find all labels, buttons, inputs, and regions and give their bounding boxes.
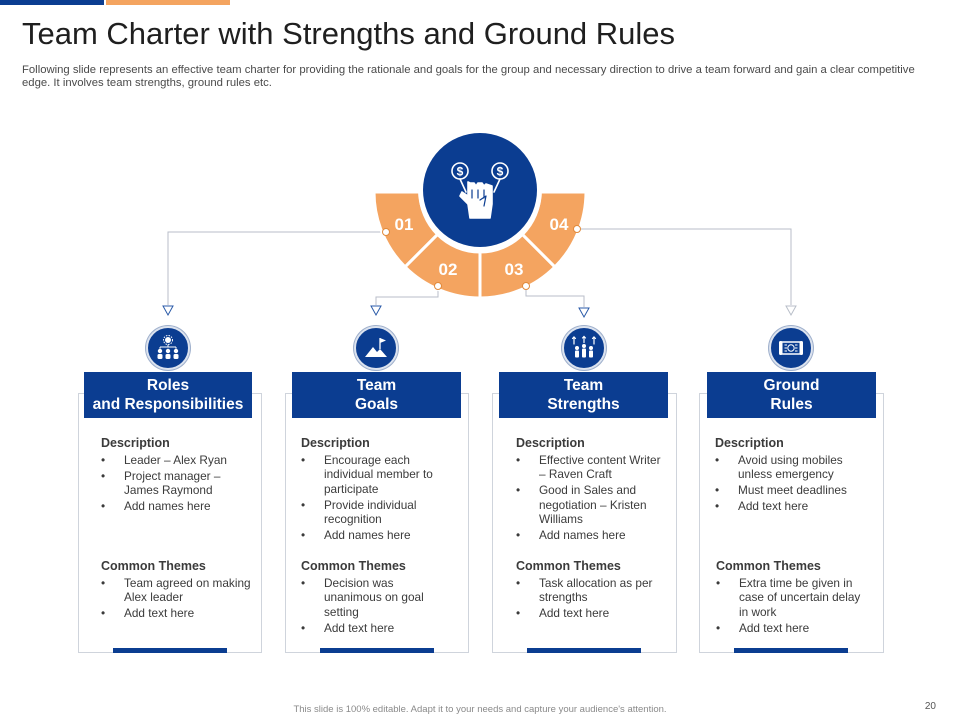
column-1-icon-circle: [146, 326, 190, 370]
column-4-title-line2: Rules: [770, 396, 813, 413]
card-bottom-bar: [734, 648, 848, 653]
column-3-title-line1: Team: [563, 377, 604, 394]
themes-label: Common Themes: [716, 559, 821, 573]
list-item: Good in Sales and negotiation – Kristen …: [516, 483, 661, 527]
team-hierarchy-icon: [157, 335, 179, 359]
list-item: Extra time be given in case of uncertain…: [716, 576, 866, 620]
arrow-03: [578, 307, 590, 319]
column-2-themes: Common Themes Decision was unanimous on …: [301, 559, 451, 637]
dot-03: [522, 282, 530, 290]
dot-04: [573, 225, 581, 233]
connector-02: [375, 286, 439, 305]
list-item: Add text here: [301, 621, 451, 636]
fist-with-money-icon: $ $: [451, 162, 509, 219]
column-4-themes: Common Themes Extra time be given in cas…: [716, 559, 866, 637]
column-4-header: Ground Rules: [707, 372, 876, 418]
description-label: Description: [516, 436, 585, 450]
list-item: Project manager – James Raymond: [101, 469, 256, 498]
page-number: 20: [924, 701, 936, 712]
list-item: Leader – Alex Ryan: [101, 453, 256, 468]
mountain-flag-icon: [365, 338, 387, 357]
column-2-description: Description Encourage each individual me…: [301, 436, 451, 544]
column-2-title-line2: Goals: [354, 396, 399, 413]
list-item: Add text here: [101, 606, 253, 621]
card-bottom-bar: [527, 648, 641, 653]
column-1-title-line1: Roles: [146, 377, 190, 394]
column-1-description: Description Leader – Alex Ryan Project m…: [101, 436, 256, 515]
segment-02-number: 02: [439, 260, 458, 279]
slide-subtitle: Following slide represents an effective …: [22, 64, 915, 89]
themes-label: Common Themes: [301, 559, 406, 573]
list-item: Add text here: [716, 621, 866, 636]
team-growth-icon: [571, 335, 597, 358]
slide-footer: This slide is 100% editable. Adapt it to…: [293, 704, 667, 715]
arrow-02: [370, 305, 382, 317]
column-3-title-line2: Strengths: [547, 396, 620, 413]
column-1-title-line2: and Responsibilities: [92, 396, 244, 413]
arrow-01: [162, 305, 174, 317]
list-item: Must meet deadlines: [715, 483, 865, 498]
svg-text:$: $: [457, 165, 464, 179]
column-2-icon-circle: [354, 326, 398, 370]
slide-title: Team Charter with Strengths and Ground R…: [22, 16, 676, 51]
list-item: Avoid using mobiles unless emergency: [715, 453, 865, 482]
column-4-icon-circle: [769, 326, 813, 370]
svg-text:$: $: [497, 165, 504, 179]
column-1-themes: Common Themes Team agreed on making Alex…: [101, 559, 253, 622]
column-3-icon-circle: [562, 326, 606, 370]
list-item: Add text here: [715, 499, 865, 514]
connector-04: [577, 228, 792, 305]
list-item: Team agreed on making Alex leader: [101, 576, 253, 605]
description-label: Description: [301, 436, 370, 450]
description-label: Description: [101, 436, 170, 450]
column-3-themes: Common Themes Task allocation as per str…: [516, 559, 661, 622]
rule-scroll-icon: [779, 341, 803, 355]
card-bottom-bar: [113, 648, 227, 653]
column-4-description: Description Avoid using mobiles unless e…: [715, 436, 865, 515]
list-item: Decision was unanimous on goal setting: [301, 576, 451, 620]
segment-03-number: 03: [505, 260, 524, 279]
connector-lines: [167, 228, 792, 307]
dot-01: [382, 228, 390, 236]
themes-label: Common Themes: [516, 559, 621, 573]
column-3-header: Team Strengths: [499, 372, 668, 418]
themes-label: Common Themes: [101, 559, 206, 573]
list-item: Add names here: [101, 499, 256, 514]
column-2-title-line1: Team: [356, 377, 397, 394]
connector-03: [525, 286, 585, 307]
list-item: Provide individual recognition: [301, 498, 451, 527]
list-item: Effective content Writer – Raven Craft: [516, 453, 661, 482]
list-item: Add text here: [516, 606, 661, 621]
segment-01-number: 01: [395, 215, 414, 234]
column-2-header: Team Goals: [292, 372, 461, 418]
list-item: Add names here: [516, 528, 661, 543]
description-label: Description: [715, 436, 784, 450]
connector-01: [167, 231, 386, 305]
arrow-04: [785, 305, 797, 317]
column-1-header: Roles and Responsibilities: [84, 372, 252, 418]
dot-02: [434, 282, 442, 290]
list-item: Add names here: [301, 528, 451, 543]
list-item: Task allocation as per strengths: [516, 576, 661, 605]
column-4-title-line1: Ground: [763, 377, 820, 394]
segment-04-number: 04: [550, 215, 569, 234]
list-item: Encourage each individual member to part…: [301, 453, 451, 497]
top-accent-bar-blue: [0, 0, 104, 5]
column-3-description: Description Effective content Writer – R…: [516, 436, 661, 544]
top-accent-bar-orange: [106, 0, 230, 5]
card-bottom-bar: [320, 648, 434, 653]
